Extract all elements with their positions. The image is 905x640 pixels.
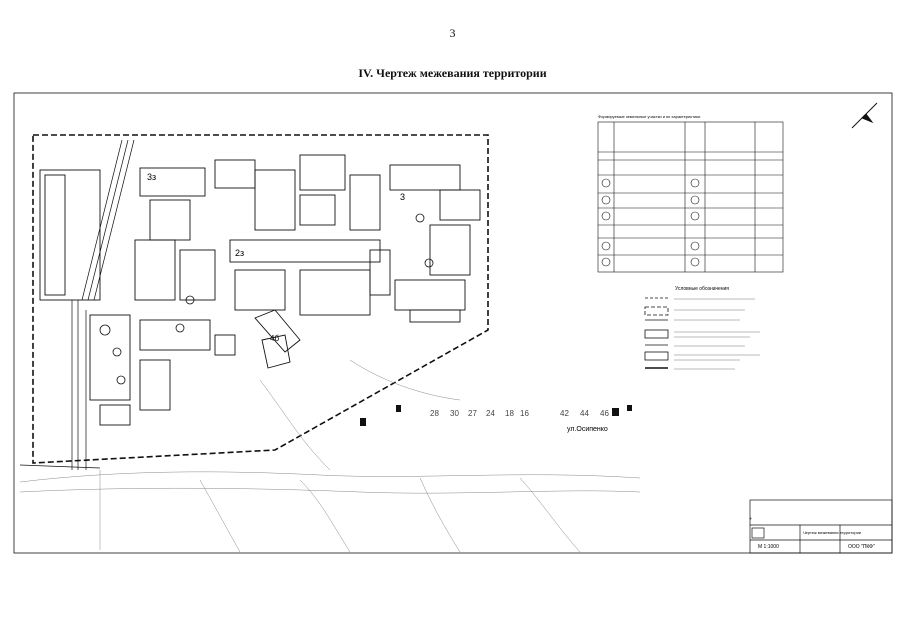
svg-text:30: 30 <box>450 409 459 418</box>
stamp-columns <box>749 517 752 520</box>
stamp-scale: М 1:1000 <box>758 544 779 550</box>
svg-text:28: 28 <box>430 409 439 418</box>
svg-text:24: 24 <box>486 409 495 418</box>
house-numbers: 28 30 27 24 18 16 42 44 46 <box>430 409 609 418</box>
svg-text:18: 18 <box>505 409 514 418</box>
block-label-3z: 3з <box>147 172 156 182</box>
legend <box>644 297 669 369</box>
legend-text-lines <box>674 298 760 370</box>
terrain-lower <box>19 359 641 553</box>
svg-text:42: 42 <box>560 409 569 418</box>
table-title: Формируемые земельные участки и их харак… <box>598 114 700 119</box>
block-label-2z: 2з <box>235 248 244 258</box>
svg-text:44: 44 <box>580 409 589 418</box>
block-label-3: 3 <box>400 192 405 202</box>
small-buildings <box>360 405 632 426</box>
page-number: 3 <box>449 26 456 40</box>
territory-boundary <box>32 134 489 464</box>
rail-lines <box>19 139 135 470</box>
svg-text:27: 27 <box>468 409 477 418</box>
buildings <box>39 154 481 426</box>
stamp-org: ООО "ПКФ" <box>848 544 875 550</box>
page-title: IV. Чертеж межевания территории <box>358 66 547 80</box>
legend-heading: Условные обозначения <box>675 286 729 292</box>
title-block <box>749 499 893 554</box>
characteristics-table <box>597 121 784 273</box>
svg-text:46: 46 <box>600 409 609 418</box>
tanks <box>99 213 434 385</box>
drawing-frame <box>13 92 893 554</box>
stamp-sheet-name: Чертеж межевания территории <box>803 530 861 535</box>
street-label: ул.Осипенко <box>567 426 608 433</box>
block-label-4b: 4б <box>270 334 279 343</box>
north-arrow-icon <box>851 102 878 129</box>
svg-text:16: 16 <box>520 409 529 418</box>
